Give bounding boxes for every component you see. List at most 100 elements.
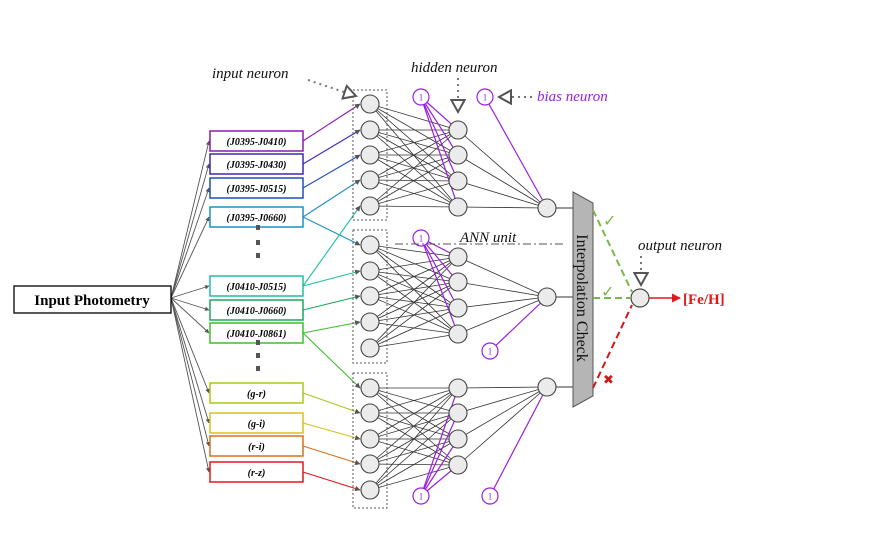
u2-bias-hid-2	[420, 438, 459, 497]
interpolation-check-label: Interpolation Check	[573, 234, 590, 362]
input-layer-box-1	[352, 89, 388, 221]
u1-hidden-neuron-0	[448, 247, 468, 267]
u1-ih-4-1	[369, 281, 459, 349]
feature-label-7: (g-r)	[247, 389, 266, 400]
output-link-1	[592, 209, 633, 293]
u1-bias-output-value: 1	[488, 347, 493, 357]
feature-link-0	[302, 103, 361, 142]
u2-input-neuron-2	[360, 429, 380, 449]
output-link-3	[592, 304, 633, 389]
u2-input-neuron-1	[360, 403, 380, 423]
u2-hidden-neuron-0	[448, 378, 468, 398]
u1-ih-4-2	[369, 307, 459, 349]
output-label: [Fe/H]	[683, 292, 725, 308]
input-to-feature-7	[170, 297, 210, 394]
u0-ho-0	[457, 129, 548, 209]
u0-ih-2-0	[369, 129, 459, 156]
feature-label-2: (J0395-J0515)	[227, 184, 287, 195]
u1-bias-hid-3	[420, 237, 459, 335]
feature-link-4	[302, 216, 361, 246]
u1-ih-3-0	[369, 256, 459, 323]
u1-bias-hidden-value: 1	[419, 234, 424, 244]
u1-ih-0-0	[369, 244, 459, 258]
u2-bias-hidden-neuron	[412, 487, 430, 505]
input-to-feature-1	[170, 163, 211, 299]
u1-ih-4-0	[369, 256, 459, 349]
check-mark-2: ✓	[601, 284, 614, 301]
feature-label-1: (J0395-J0430)	[227, 160, 287, 171]
u0-bias-hidden-neuron	[412, 88, 430, 106]
u0-bias-output-value: 1	[483, 93, 488, 103]
u2-bias-hid-1	[420, 412, 459, 497]
feature-link-9	[302, 332, 361, 389]
feature-link-5	[302, 205, 361, 287]
feature-box-5	[209, 299, 304, 321]
input-photometry-label: Input Photometry	[34, 293, 150, 309]
feature-label-10: (r-z)	[248, 468, 266, 479]
u2-ih-2-0	[369, 387, 459, 440]
input-to-feature-5	[170, 297, 210, 311]
feature-link-10	[302, 392, 361, 414]
u1-input-neuron-0	[360, 235, 380, 255]
u1-hidden-neuron-1	[448, 272, 468, 292]
ann-unit-label: ANN unit	[459, 230, 517, 246]
u0-ho-3	[457, 206, 548, 209]
u0-input-neuron-3	[360, 170, 380, 190]
u0-bias-out	[484, 96, 548, 209]
feature-box-10	[209, 461, 304, 483]
u2-ih-4-0	[369, 387, 459, 491]
ellipsis-dots-upper	[256, 225, 260, 258]
u1-ho-0	[457, 256, 548, 298]
output-neuron-label: output neuron	[638, 238, 722, 254]
u2-ho-2	[457, 386, 548, 440]
u2-hidden-neuron-1	[448, 403, 468, 423]
input-to-feature-8	[170, 297, 210, 424]
bias-neuron-label: bias neuron	[537, 89, 608, 105]
u1-ih-2-0	[369, 256, 459, 297]
u1-bias-hid-2	[420, 237, 459, 309]
feature-link-7	[302, 294, 361, 311]
u2-input-neuron-4	[360, 480, 380, 500]
input-to-feature-0	[170, 140, 211, 299]
feature-box-1	[209, 153, 304, 175]
u1-output-neuron	[537, 287, 557, 307]
feature-label-0: (J0395-J0410)	[227, 137, 287, 148]
input-to-feature-6	[170, 297, 210, 334]
check-mark-1: ✓	[603, 213, 616, 230]
u1-input-neuron-3	[360, 312, 380, 332]
feature-link-3	[302, 179, 361, 218]
feature-box-2	[209, 177, 304, 199]
feature-link-8	[302, 320, 361, 334]
u0-ih-3-0	[369, 129, 459, 181]
u0-ih-4-3	[369, 205, 459, 208]
u0-hidden-neuron-0	[448, 120, 468, 140]
input-neuron-pointer	[307, 79, 356, 96]
u2-bias-output-neuron	[481, 487, 499, 505]
connections-layer	[170, 96, 574, 497]
u1-ho-1	[457, 281, 548, 298]
u1-ih-2-1	[369, 281, 459, 297]
u2-output-neuron	[537, 377, 557, 397]
u1-ih-1-0	[369, 256, 459, 272]
feature-box-8	[209, 412, 304, 434]
u0-input-neuron-1	[360, 120, 380, 140]
feature-link-12	[302, 445, 361, 466]
u0-bias-hid-2	[420, 96, 459, 182]
feature-link-1	[302, 129, 361, 165]
u0-ho-1	[457, 154, 548, 209]
feature-label-6: (J0410-J0861)	[227, 329, 287, 340]
input-to-feature-9	[170, 297, 211, 447]
u0-bias-output-neuron	[476, 88, 494, 106]
u2-ih-4-3	[369, 464, 459, 491]
u0-output-neuron	[537, 198, 557, 218]
hidden-neuron-label: hidden neuron	[411, 60, 498, 76]
input-photometry-box	[13, 285, 172, 314]
u1-input-neuron-1	[360, 261, 380, 281]
u1-bias-hid-1	[420, 237, 459, 283]
input-layer-box-3	[352, 372, 388, 509]
feature-link-13	[302, 471, 361, 492]
u1-ih-4-3	[369, 333, 459, 349]
ellipsis-dots-lower	[256, 340, 260, 371]
